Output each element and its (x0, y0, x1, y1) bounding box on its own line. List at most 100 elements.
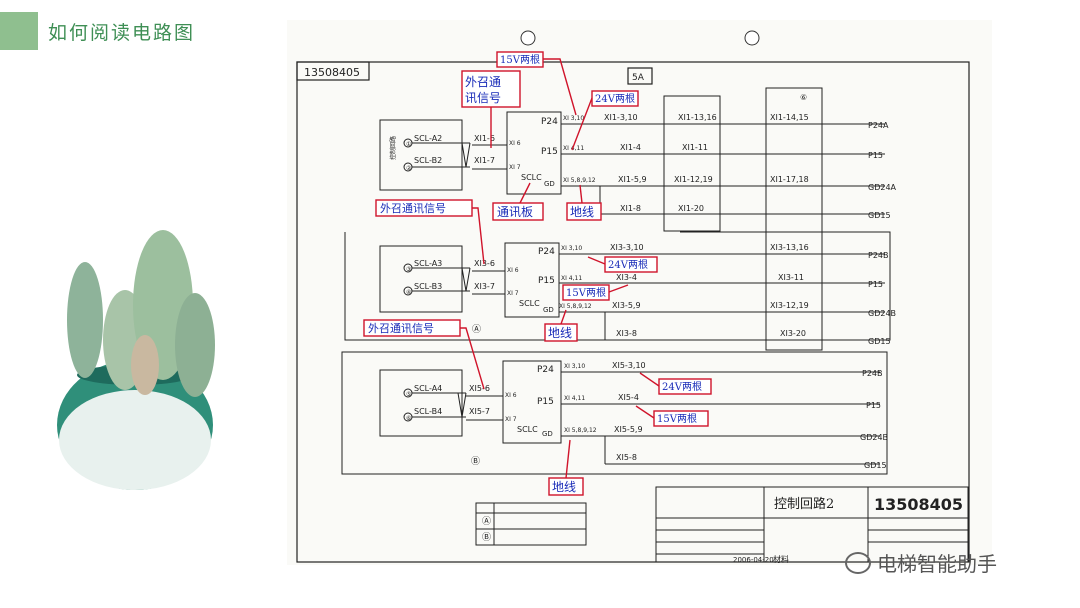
svg-text:XI1-13,16: XI1-13,16 (678, 113, 717, 122)
section-1-node-1: ① (406, 141, 411, 148)
top-circle-mark: ⑥ (800, 93, 807, 102)
svg-text:SCLC: SCLC (517, 425, 538, 434)
note-comm-board: 通讯板 (497, 205, 533, 219)
sheet-tag: 5A (632, 73, 645, 83)
svg-text:XI1-3,10: XI1-3,10 (604, 113, 638, 122)
svg-text:GD15: GD15 (864, 461, 887, 470)
svg-text:P24: P24 (538, 247, 555, 257)
title-block-number: 13508405 (874, 495, 963, 514)
svg-text:XI 5,8,9,12: XI 5,8,9,12 (559, 303, 592, 310)
section-3-node-1: ⑤ (406, 391, 411, 398)
svg-text:XI1-4: XI1-4 (620, 143, 641, 152)
watermark: 电梯智能助手 (845, 548, 997, 577)
svg-text:控制回路: 控制回路 (389, 136, 397, 160)
note-24v-two-top: 24V两根 (595, 92, 635, 105)
section-1-label-a: SCL-A2 (414, 134, 442, 143)
legend-table: Ⓐ Ⓑ (475, 502, 587, 546)
section-1-input-box (379, 119, 463, 191)
section-1-label-b: SCL-B2 (414, 156, 442, 165)
watermark-text: 电梯智能助手 (877, 552, 997, 576)
section-3-label-b: SCL-B4 (414, 407, 442, 416)
note-24v-two-mid: 24V两根 (608, 258, 648, 271)
svg-text:XI 3,10: XI 3,10 (561, 245, 582, 252)
note-ground-bot: 地线 (552, 480, 576, 494)
svg-text:XI3-3,10: XI3-3,10 (610, 243, 644, 252)
section-2-label-a: SCL-A3 (414, 259, 442, 268)
note-ground-mid: 地线 (548, 326, 572, 340)
circle-mark-b: Ⓑ (471, 456, 480, 467)
svg-text:XI 4,11: XI 4,11 (561, 275, 582, 282)
note-outer-call-top-2: 讯信号 (465, 91, 501, 105)
section-1-xi-in-1: XI1-6 (474, 134, 495, 143)
svg-text:XI1-12,19: XI1-12,19 (674, 175, 713, 184)
drawing-frame (296, 61, 970, 563)
svg-text:SCLC: SCLC (519, 299, 540, 308)
section-1-xi-in-2: XI1-7 (474, 156, 495, 165)
section-1-node-2: ② (406, 165, 412, 172)
section-3-node-2: ⑥ (406, 415, 411, 422)
note-outer-call-top-1: 外召通 (465, 75, 501, 89)
svg-text:XI5-3,10: XI5-3,10 (612, 361, 646, 370)
sheet-tag-box (627, 67, 653, 85)
svg-text:XI 6: XI 6 (505, 392, 517, 399)
rotated-number-box (296, 61, 370, 81)
section-1: 控制回路 ① ② SCL-A2 SCL-B2 XI1-6 XI1-7 XI 6 … (379, 95, 897, 232)
svg-text:P15: P15 (538, 276, 555, 286)
svg-text:P15: P15 (868, 280, 883, 289)
svg-text:XI3-11: XI3-11 (778, 273, 804, 282)
circle-mark-a: Ⓐ (472, 324, 481, 335)
svg-text:P15: P15 (541, 147, 558, 157)
section-3-label-a: SCL-A4 (414, 384, 442, 393)
svg-text:XI 4,11: XI 4,11 (563, 145, 584, 152)
svg-text:XI3-12,19: XI3-12,19 (770, 301, 809, 310)
section-1-end-4: GD15 (868, 211, 891, 220)
svg-text:P24B: P24B (862, 369, 883, 378)
svg-text:XI5-4: XI5-4 (618, 393, 639, 402)
svg-text:XI3-13,16: XI3-13,16 (770, 243, 809, 252)
svg-text:XI 7: XI 7 (507, 290, 519, 297)
svg-text:GD: GD (542, 430, 553, 438)
svg-text:XI 6: XI 6 (507, 267, 519, 274)
svg-text:GD24B: GD24B (860, 433, 888, 442)
wechat-icon (845, 551, 871, 574)
punch-hole-2 (744, 30, 760, 46)
note-outer-call-mid: 外召通讯信号 (380, 202, 446, 215)
svg-text:XI1-5,9: XI1-5,9 (618, 175, 647, 184)
note-15v-two-bot: 15V两根 (657, 412, 697, 425)
title-block-name: 控制回路2 (774, 496, 834, 512)
section-2-node-2: ④ (406, 289, 411, 296)
section-3-sclc-block (502, 360, 562, 444)
section-1-end-3: GD24A (868, 183, 897, 192)
rotated-drawing-number: 13508405 (304, 66, 360, 79)
title-block: 控制回路2 13508405 2006-04-20 材料 (655, 486, 969, 564)
svg-text:P24: P24 (537, 365, 554, 375)
svg-text:XI3-5,9: XI3-5,9 (612, 301, 641, 310)
svg-text:XI1-8: XI1-8 (620, 204, 641, 213)
note-15v-two-top: 15V两根 (500, 53, 540, 66)
section-1-sclc-block (506, 111, 562, 195)
svg-text:XI3-20: XI3-20 (780, 329, 806, 338)
svg-text:XI5-5,9: XI5-5,9 (614, 425, 643, 434)
section-2-label-b: SCL-B3 (414, 282, 442, 291)
section-2-sclc-block (504, 242, 560, 318)
svg-text:P24: P24 (541, 117, 558, 127)
note-15v-two-mid: 15V两根 (566, 286, 606, 299)
svg-text:XI 4,11: XI 4,11 (564, 395, 585, 402)
note-24v-two-bot: 24V两根 (662, 380, 702, 393)
svg-text:Ⓑ: Ⓑ (482, 532, 491, 543)
svg-text:P15: P15 (537, 397, 554, 407)
svg-text:XI3-7: XI3-7 (474, 282, 495, 291)
note-outer-call-bot: 外召通讯信号 (368, 322, 434, 335)
svg-text:XI5-6: XI5-6 (469, 384, 490, 393)
svg-text:GD15: GD15 (868, 337, 891, 346)
title-block-material: 材料 (773, 554, 789, 564)
svg-text:XI 7: XI 7 (505, 416, 517, 423)
svg-text:XI3-4: XI3-4 (616, 273, 637, 282)
svg-text:XI5-7: XI5-7 (469, 407, 490, 416)
svg-text:GD24B: GD24B (868, 309, 896, 318)
cactus-plant-illustration (57, 230, 215, 490)
section-1-end-2: P15 (868, 151, 883, 160)
section-2-node-1: ③ (406, 266, 411, 273)
svg-text:XI3-8: XI3-8 (616, 329, 637, 338)
svg-text:XI 7: XI 7 (509, 164, 521, 171)
